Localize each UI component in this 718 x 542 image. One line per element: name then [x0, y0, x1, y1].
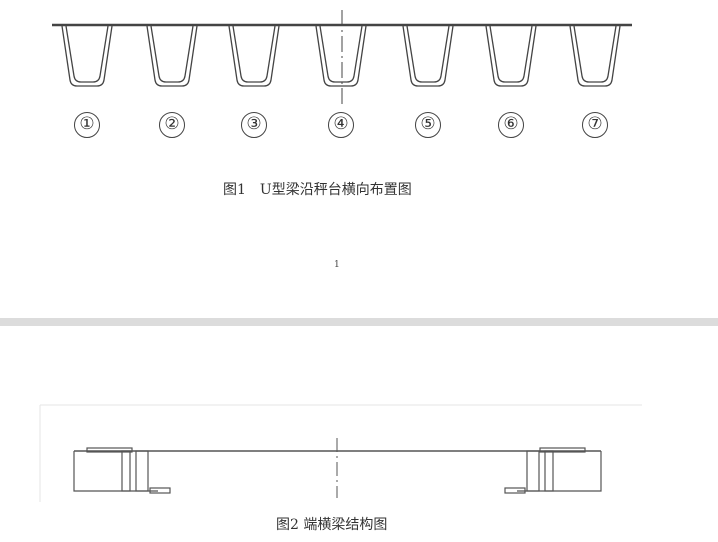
u-beam-inner-outline — [232, 25, 276, 83]
page-number: 1 — [334, 260, 340, 270]
end-crossbeam-drawing — [39, 404, 642, 502]
figure-1-caption: 图1 U型梁沿秤台横向布置图 — [223, 182, 412, 198]
u-beam-outline — [146, 25, 198, 87]
u-beam-outline — [402, 25, 454, 87]
document-page-1: ① ② ③ ④ ⑤ ⑥ ⑦ 图1 U型梁沿秤台横向布置图 1 — [52, 10, 632, 270]
beam-label: ⑦ — [582, 112, 608, 138]
u-beam-outline — [485, 25, 537, 87]
u-beam-inner-outline — [319, 25, 363, 83]
u-beam-outline — [569, 25, 621, 87]
u-beam-inner-outline — [406, 25, 450, 83]
right-end-bracket — [504, 447, 602, 494]
u-beam-outline — [228, 25, 280, 87]
document-page-2: 图2 端横梁结构图 — [0, 326, 718, 542]
left-end-bracket — [73, 447, 171, 494]
u-beam-layout-drawing — [52, 10, 632, 108]
u-beam-outline — [61, 25, 113, 87]
figure-2-caption: 图2 端横梁结构图 — [276, 517, 388, 533]
beam-label: ⑥ — [498, 112, 524, 138]
u-beam-inner-outline — [65, 25, 109, 83]
beam-label: ③ — [241, 112, 267, 138]
u-beam-inner-outline — [489, 25, 533, 83]
u-beam-outline — [315, 25, 367, 87]
u-beam-inner-outline — [150, 25, 194, 83]
beam-label: ① — [74, 112, 100, 138]
u-beam-inner-outline — [573, 25, 617, 83]
beam-label: ② — [159, 112, 185, 138]
beam-label: ⑤ — [415, 112, 441, 138]
beam-label: ④ — [328, 112, 354, 138]
page-separator — [0, 318, 718, 326]
